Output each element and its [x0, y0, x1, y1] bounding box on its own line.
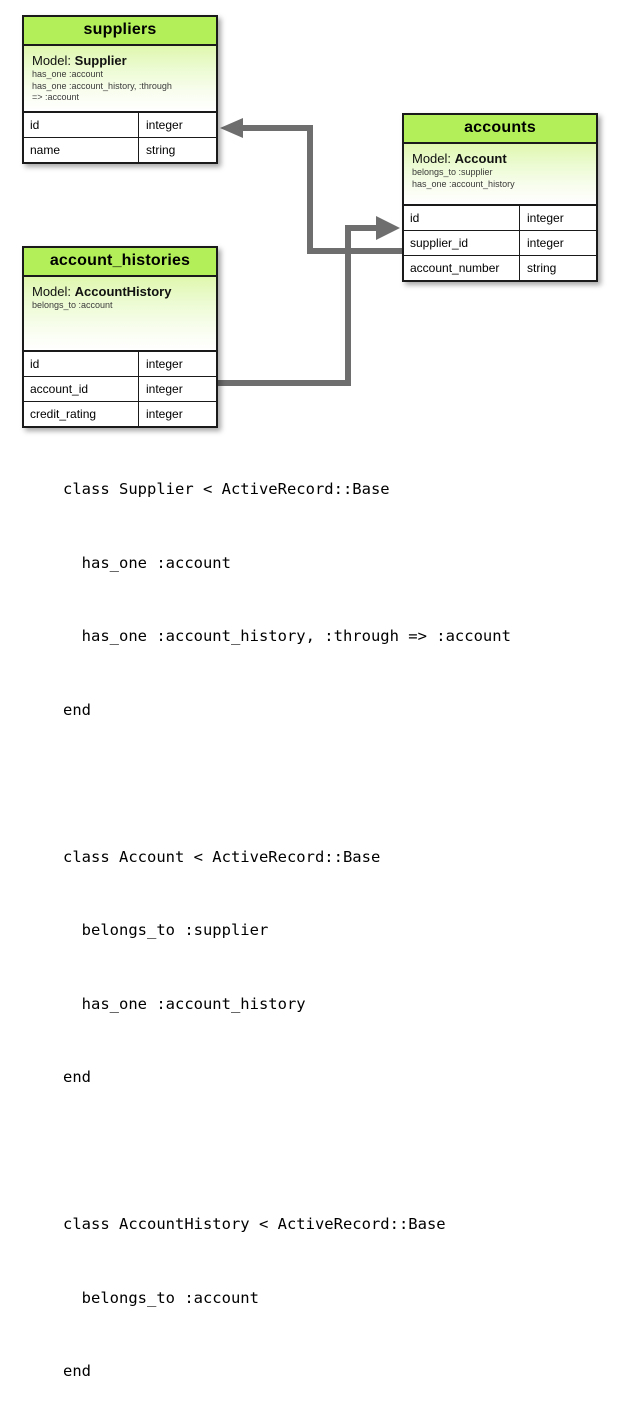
model-name-line: Model: Account: [412, 151, 588, 167]
code-block: class Supplier < ActiveRecord::Base has_…: [63, 428, 623, 1408]
association-line: => :account: [32, 92, 80, 102]
code-line: belongs_to :supplier: [63, 921, 269, 939]
table-row[interactable]: id integer: [24, 113, 216, 138]
column-name: id: [24, 352, 139, 376]
association-line: belongs_to :supplier: [412, 167, 493, 177]
model-label: Model:: [32, 53, 72, 68]
entity-model-account-histories: Model: AccountHistory belongs_to :accoun…: [24, 277, 216, 352]
column-type: integer: [146, 382, 183, 396]
arrowhead-to-suppliers-id: [220, 118, 243, 138]
table-row[interactable]: id integer: [404, 206, 596, 231]
association-line: has_one :account_history: [412, 178, 515, 189]
model-class-name: Account: [454, 151, 507, 166]
column-type: integer: [527, 236, 564, 250]
column-type: integer: [146, 118, 183, 132]
entity-model-suppliers: Model: Supplier has_one :account has_one…: [24, 46, 216, 113]
column-name: credit_rating: [24, 402, 139, 426]
model-class-name: Supplier: [74, 53, 127, 68]
column-name: id: [404, 206, 520, 230]
column-type: integer: [146, 407, 183, 421]
entity-model-accounts: Model: Account belongs_to :supplier has_…: [404, 144, 596, 206]
er-diagram: suppliers Model: Supplier has_one :accou…: [0, 0, 633, 430]
entity-account-histories[interactable]: account_histories Model: AccountHistory …: [22, 246, 218, 428]
entity-title-suppliers: suppliers: [24, 17, 216, 46]
column-name: id: [24, 113, 139, 137]
model-name-line: Model: Supplier: [32, 53, 208, 69]
table-row[interactable]: credit_rating integer: [24, 402, 216, 426]
entity-title-accounts: accounts: [404, 115, 596, 144]
association-line: has_one :account: [32, 69, 104, 79]
code-line: end: [63, 1068, 91, 1086]
connector-accounts-to-suppliers: [220, 118, 402, 254]
table-row[interactable]: account_id integer: [24, 377, 216, 402]
code-line: class AccountHistory < ActiveRecord::Bas…: [63, 1215, 446, 1233]
model-class-name: AccountHistory: [74, 284, 172, 299]
table-row[interactable]: supplier_id integer: [404, 231, 596, 256]
column-name: supplier_id: [404, 231, 520, 255]
association-line: has_one :account_history, :through: [32, 80, 172, 91]
association-line: belongs_to :account: [32, 300, 113, 310]
column-name: account_number: [404, 256, 520, 280]
entity-suppliers[interactable]: suppliers Model: Supplier has_one :accou…: [22, 15, 218, 164]
column-type: integer: [527, 211, 564, 225]
table-row[interactable]: account_number string: [404, 256, 596, 280]
entity-accounts[interactable]: accounts Model: Account belongs_to :supp…: [402, 113, 598, 282]
model-label: Model:: [32, 284, 72, 299]
code-line-blank: [63, 1139, 623, 1164]
column-type: integer: [146, 357, 183, 371]
table-row[interactable]: id integer: [24, 352, 216, 377]
code-line: end: [63, 700, 91, 719]
column-name: name: [24, 138, 139, 162]
code-line: has_one :account_history, :through => :a…: [63, 627, 511, 645]
code-line: class Account < ActiveRecord::Base: [63, 847, 381, 866]
column-type: string: [527, 261, 557, 275]
code-line: has_one :account_history: [63, 994, 306, 1013]
entity-title-account-histories: account_histories: [24, 248, 216, 277]
code-line: end: [63, 1362, 91, 1380]
code-line-blank: [63, 771, 623, 796]
model-label: Model:: [412, 151, 452, 166]
code-line: belongs_to :account: [63, 1288, 259, 1307]
column-name: account_id: [24, 377, 139, 401]
table-row[interactable]: name string: [24, 138, 216, 162]
connector-histories-to-accounts: [218, 216, 400, 386]
model-name-line: Model: AccountHistory: [32, 284, 208, 300]
code-line: class Supplier < ActiveRecord::Base: [63, 480, 390, 498]
code-line: has_one :account: [63, 553, 231, 572]
arrowhead-to-accounts-id: [376, 216, 400, 240]
column-type: string: [146, 143, 176, 157]
